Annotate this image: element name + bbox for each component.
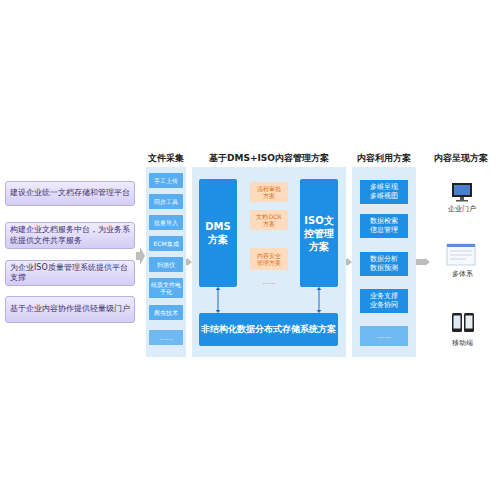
screen-icon [447, 244, 475, 265]
source-box: 手工上传 [149, 173, 183, 188]
module-box: 文档OCR方案 [250, 210, 288, 230]
module-box: 流程审批方案 [250, 182, 288, 202]
source-box: 扫描仪 [149, 257, 183, 272]
solution-box: ISO文控管理方案 [300, 179, 338, 287]
more-box: …… [149, 330, 183, 345]
box-text: 建设企业统一文档存储和管理平台 [10, 188, 130, 198]
box-text: ISO文控管理方案 [302, 214, 336, 253]
monitor-icon [452, 183, 472, 202]
box-text: 多维呈现 多维视图 [366, 183, 402, 201]
box-text: …… [159, 334, 173, 342]
column-panel: 文件采集手工上传同步工具批量导入ECM集成扫描仪纸质文件电子化爬虫技术…… [146, 167, 186, 357]
link-arrow [317, 287, 322, 313]
column-panel: 内容利用方案多维呈现 多维视图数据检索 信息管理数据分析 数据预测业务支撑 业务… [352, 167, 416, 357]
source-box: ECM集成 [149, 236, 183, 251]
column-panel: 内容呈现方案 [430, 167, 492, 357]
flow-arrow [346, 258, 352, 266]
source-box: 爬虫技术 [149, 305, 183, 320]
box-text: 数据分析 数据预测 [366, 255, 402, 273]
goal-box: 建设企业统一文档存储和管理平台 [5, 181, 135, 206]
box-text: DMS方案 [201, 220, 235, 246]
source-box: 同步工具 [149, 194, 183, 209]
column-heading: 内容利用方案 [322, 152, 446, 165]
box-text: 内容安全管理方案 [256, 252, 282, 267]
box-text: …… [377, 332, 391, 340]
ellipsis-text: …… [250, 278, 288, 286]
source-box: 批量导入 [149, 215, 183, 230]
goal-box: 构建企业文档服务中台，为业务系统提供文件共享服务 [5, 222, 135, 249]
box-text: 手工上传 [154, 177, 178, 184]
column-heading: 内容呈现方案 [400, 152, 500, 165]
node-caption: 移动端 [436, 339, 488, 348]
box-text: 为企业ISO质量管理系统提供平台支撑 [10, 263, 130, 284]
usage-box: 多维呈现 多维视图 [360, 180, 408, 204]
box-text: ECM集成 [153, 240, 178, 247]
box-text: 业务支撑 业务协同 [366, 292, 402, 310]
box-text: 爬虫技术 [154, 309, 178, 316]
link-arrow [216, 287, 221, 313]
column-heading: 基于DMS+ISO内容管理方案 [162, 152, 376, 165]
box-text: 基于企业内容协作提供轻量级门户 [10, 304, 130, 314]
box-text: 非结构化数据分布式存储系统方案 [201, 324, 336, 336]
box-text: 构建企业文档服务中台，为业务系统提供文件共享服务 [10, 225, 130, 246]
solution-box: DMS方案 [199, 179, 237, 287]
goal-box: 为企业ISO质量管理系统提供平台支撑 [5, 260, 135, 286]
column-panel: 基于DMS+ISO内容管理方案DMS方案流程审批方案文档OCR方案内容安全管理方… [192, 167, 346, 357]
column-heading: 文件采集 [116, 152, 216, 165]
storage-box: 非结构化数据分布式存储系统方案 [199, 313, 338, 346]
box-text: 批量导入 [154, 219, 178, 226]
node-caption: 多体系 [436, 270, 488, 279]
usage-box: 数据检索 信息管理 [360, 214, 408, 238]
goal-box: 基于企业内容协作提供轻量级门户 [5, 296, 135, 323]
module-box: 内容安全管理方案 [250, 248, 288, 270]
box-text: 流程审批方案 [256, 185, 282, 200]
flow-arrow [186, 258, 192, 266]
flow-arrow [136, 247, 145, 265]
source-box: 纸质文件电子化 [149, 278, 183, 298]
node-caption: 企业门户 [436, 205, 488, 214]
box-text: 纸质文件电子化 [151, 281, 181, 295]
box-text: 扫描仪 [157, 261, 175, 268]
box-text: 同步工具 [154, 198, 178, 205]
box-text: 数据检索 信息管理 [366, 217, 402, 235]
usage-box: 数据分析 数据预测 [360, 252, 408, 276]
flow-arrow [416, 258, 430, 266]
box-text: 文档OCR方案 [256, 213, 282, 228]
more-box: …… [360, 326, 408, 346]
usage-box: 业务支撑 业务协同 [360, 289, 408, 313]
phone-icon [452, 313, 474, 332]
